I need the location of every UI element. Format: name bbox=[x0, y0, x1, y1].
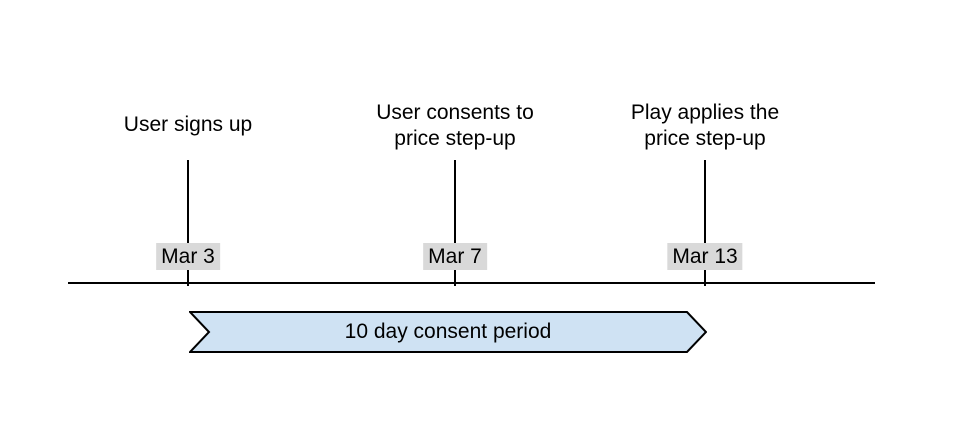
event-tick-line bbox=[187, 160, 189, 286]
event-date-badge: Mar 13 bbox=[667, 243, 743, 270]
chevron-arrow-polygon bbox=[189, 311, 707, 353]
chevron-arrow-shape bbox=[189, 311, 707, 353]
timeline-event-consent: User consents to price step-up Mar 7 bbox=[305, 100, 605, 288]
consent-period-banner: 10 day consent period bbox=[189, 311, 707, 353]
timeline-event-apply: Play applies the price step-up Mar 13 bbox=[555, 100, 855, 288]
event-label: User consents to price step-up bbox=[376, 101, 534, 150]
event-label: User signs up bbox=[123, 113, 253, 136]
event-date-badge: Mar 7 bbox=[423, 243, 487, 270]
consent-period-label: 10 day consent period bbox=[344, 320, 552, 343]
event-tick-line bbox=[704, 160, 706, 286]
timeline-axis-line bbox=[68, 282, 875, 284]
event-label: Play applies the price step-up bbox=[630, 101, 780, 150]
event-date-badge: Mar 3 bbox=[156, 243, 220, 270]
event-tick-line bbox=[454, 160, 456, 286]
timeline-event-signup: User signs up Mar 3 bbox=[38, 100, 338, 288]
